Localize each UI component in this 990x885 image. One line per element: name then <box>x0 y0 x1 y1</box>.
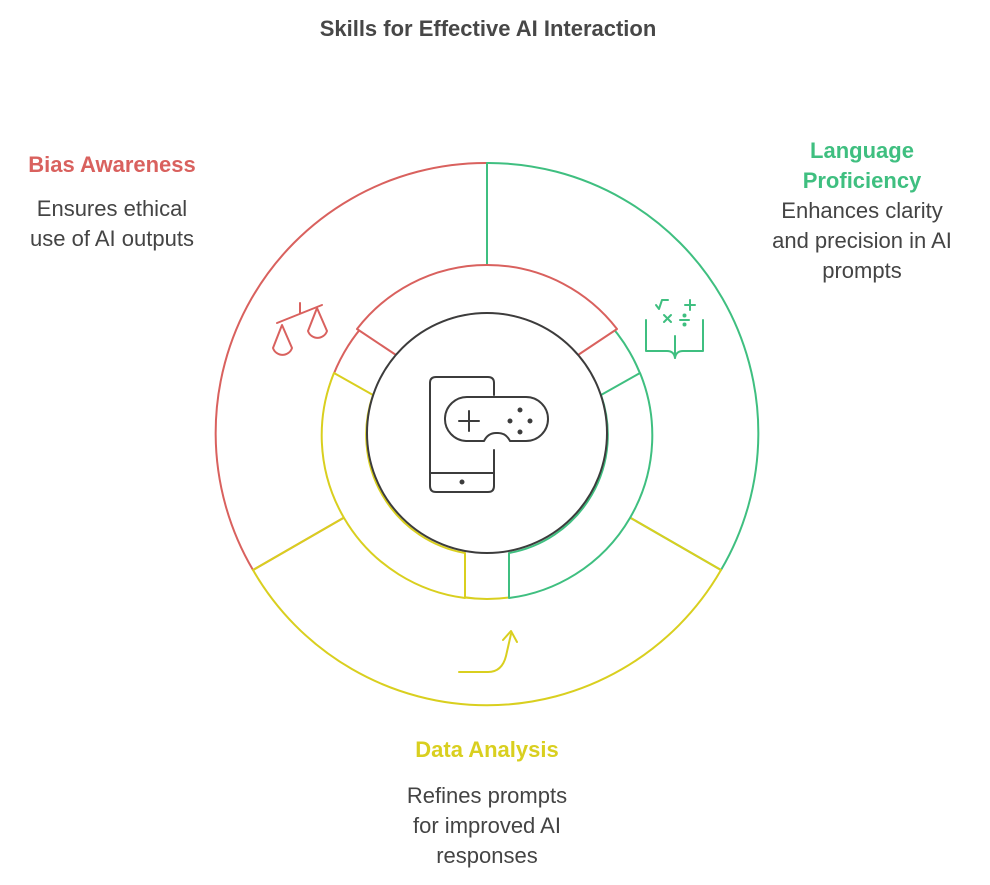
data-inner-segment <box>320 372 466 599</box>
book-math-icon <box>645 299 704 359</box>
scales-icon <box>272 302 328 356</box>
skill-language-proficiency: Language Proficiency Enhances clarity an… <box>752 136 972 286</box>
skill-bias-awareness: Bias Awareness Ensures ethical use of AI… <box>12 150 212 254</box>
trend-arrow-icon <box>458 630 518 673</box>
skill-title: Language Proficiency <box>802 138 922 193</box>
skill-description: Enhances clarity and precision in AI pro… <box>772 198 952 283</box>
skill-description: Ensures ethical use of AI outputs <box>30 196 194 251</box>
language-inner-segment <box>508 372 654 599</box>
page-title: Skills for Effective AI Interaction <box>319 16 657 41</box>
skill-title: Data Analysis <box>415 737 559 762</box>
skill-title: Bias Awareness <box>28 152 196 177</box>
skill-description: Refines prompts for improved AI response… <box>406 783 568 868</box>
skill-data-analysis: Data Analysis Refines prompts for improv… <box>362 735 612 871</box>
phone-gamepad-icon <box>429 376 549 493</box>
